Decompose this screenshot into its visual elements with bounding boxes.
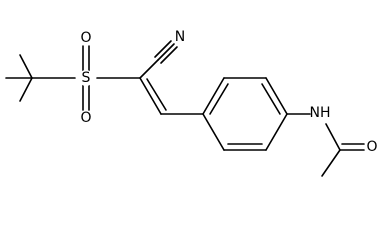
ring-inner-bond-1 bbox=[209, 83, 229, 115]
bond-nitrile-triple-c bbox=[160, 46, 178, 64]
chemical-structure: N S O O NH O bbox=[5, 29, 378, 177]
ring-bond-6 bbox=[202, 113, 225, 151]
atom-label-carbonyl-o: O bbox=[366, 139, 377, 155]
bond-tbu-methyl-top bbox=[19, 54, 33, 79]
atom-label-amide-nh: NH bbox=[310, 105, 331, 121]
atom-label-nitrile-n: N bbox=[175, 29, 185, 45]
bond-alkene-b bbox=[146, 78, 167, 111]
bond-tbu-methyl-bottom bbox=[19, 77, 33, 102]
atom-mask-sulfur bbox=[78, 70, 94, 86]
bond-nitrile-triple-a bbox=[154, 40, 172, 58]
atom-label-sulfur: S bbox=[82, 70, 91, 86]
bond-carbonyl-methyl bbox=[321, 149, 341, 177]
bond-nitrile-triple-b bbox=[157, 43, 175, 61]
atom-label-sulfonyl-o-top: O bbox=[80, 30, 91, 46]
ring-inner-bond-2 bbox=[261, 83, 281, 115]
bond-vinyl-nitrile-carbon bbox=[139, 59, 159, 79]
bond-nitrogen-carbonyl bbox=[325, 123, 341, 151]
ring-bond-3 bbox=[265, 77, 288, 115]
bond-alkene-a bbox=[139, 77, 162, 115]
ring-bond-1 bbox=[202, 77, 225, 115]
atom-label-sulfonyl-o-bottom: O bbox=[80, 110, 91, 126]
ring-bond-4 bbox=[265, 113, 288, 151]
